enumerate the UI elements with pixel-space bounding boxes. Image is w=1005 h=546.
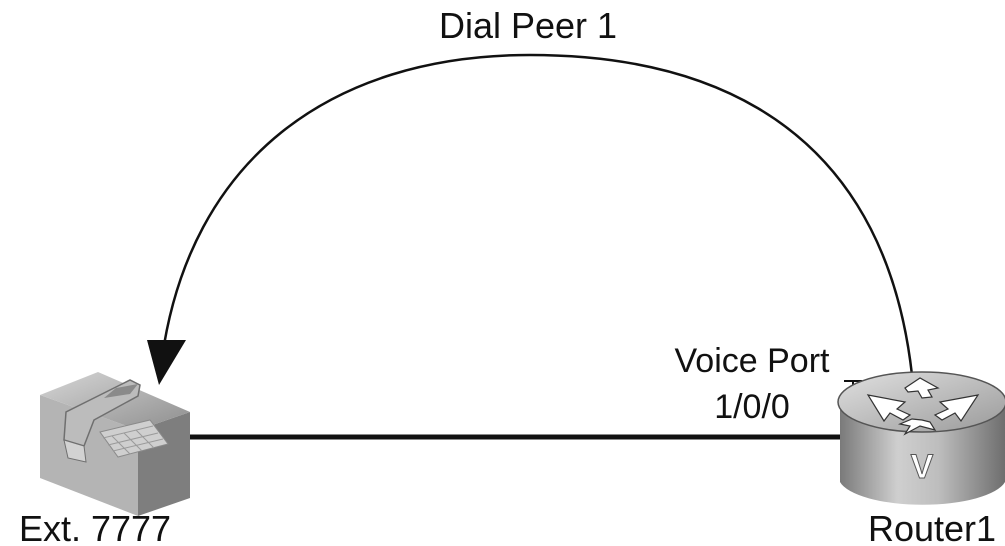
voice-router-icon: V xyxy=(837,371,1005,505)
telephone-icon xyxy=(40,372,190,516)
voice-port-label: Voice Port xyxy=(675,342,831,380)
dial-peer-arc xyxy=(160,53,914,376)
dial-peer-arrowhead xyxy=(147,340,186,385)
router-voice-glyph: V xyxy=(911,448,934,486)
router-name-label: Router1 xyxy=(868,508,996,546)
dial-peer-label: Dial Peer 1 xyxy=(439,5,617,46)
voice-port-number: 1/0/0 xyxy=(714,388,790,426)
phone-extension-label: Ext. 7777 xyxy=(19,508,171,546)
